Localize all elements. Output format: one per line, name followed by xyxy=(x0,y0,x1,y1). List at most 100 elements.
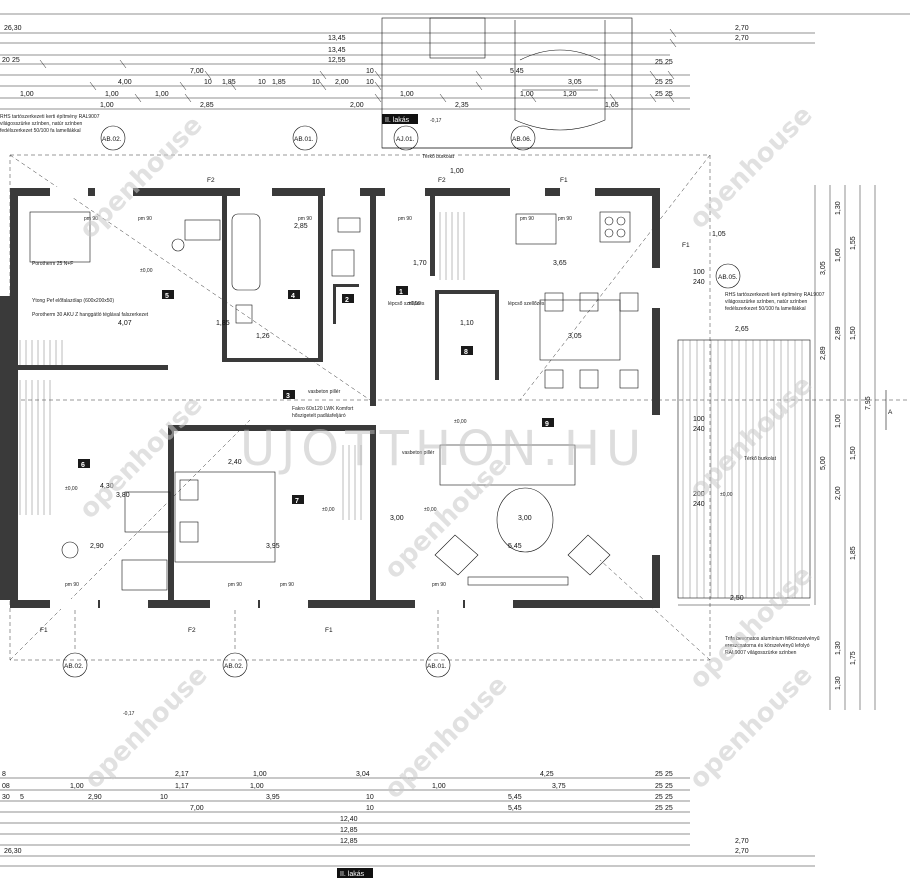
level-2: ±0,00 xyxy=(408,301,421,307)
top-dim-row5-b: 25 xyxy=(12,57,20,64)
ytong-note: Ytong Pef előfalazólap (600x200x50) xyxy=(32,298,114,304)
room6-dim-3: 3,80 xyxy=(116,492,130,499)
room-3-tag: 3 xyxy=(286,393,290,400)
kitchen-dim-6: 100 xyxy=(693,269,705,276)
kitchen-dim-4: 1,00 xyxy=(450,168,464,175)
top-dim-right-2: 2,70 xyxy=(735,35,749,42)
top-dim-row8-b: 2,85 xyxy=(200,102,214,109)
axis-bottom-1: AB.02. xyxy=(64,663,84,670)
living-dim-3: 3,00 xyxy=(518,515,532,522)
bot-dim-r3-d: 10 xyxy=(160,794,168,801)
right-dim-c3-1: 3,05 xyxy=(820,261,827,275)
bot-dim-r7: 12,85 xyxy=(340,838,358,845)
rhs-right-line3: fedélszerkezet 50/100 fa lamellákkal xyxy=(725,306,806,312)
f-label-1: F1 xyxy=(682,242,690,249)
top-dim-row5-a: 20 xyxy=(2,57,10,64)
top-dim-row5-f: 25 xyxy=(655,59,663,66)
bot-dim-r2-h: 25 xyxy=(665,783,673,790)
vasbeton-note-1: vasbeton pillér xyxy=(308,389,341,395)
hall-dim-1: 1,70 xyxy=(413,260,427,267)
top-dim-right-1: 2,70 xyxy=(735,25,749,32)
right-dim-c2-5: 1,75 xyxy=(850,651,857,665)
trifa-line2: ereszcsatorna és körszelvényű lefolyó xyxy=(725,643,810,649)
hatched-areas xyxy=(19,212,465,520)
top-dim-row5-g: 25 xyxy=(665,59,673,66)
axis-right-1: AB.05. xyxy=(718,274,738,281)
top-dim-row7-g: 25 xyxy=(655,91,663,98)
top-dim-total-left: 26,30 xyxy=(4,25,22,32)
bot-dim-r2-g: 25 xyxy=(655,783,663,790)
top-dim-row7-b: 1,00 xyxy=(105,91,119,98)
terko-note: Térkő burkolat xyxy=(422,154,455,160)
top-dim-row6-d: 10 xyxy=(258,79,266,86)
top-lakas-badge xyxy=(382,114,418,124)
right-dim-c2-1: 1,55 xyxy=(850,236,857,250)
top-lakas-label: II. lakás xyxy=(385,117,410,124)
window-label-7: pm 90 xyxy=(65,582,79,588)
f-label-5: F2 xyxy=(438,177,446,184)
interior-dimensions: 2,65 3,05 3,65 1,00 240 100 3,00 5,45 3,… xyxy=(90,168,749,602)
axis-bottom-2: AB.02. xyxy=(224,663,244,670)
fakro-line1: Fakro 60x120 LWK Komfort xyxy=(292,406,354,412)
bot-dim-total-left: 26,30 xyxy=(4,848,22,855)
f-label-6: F1 xyxy=(325,627,333,634)
window-label-8: pm 90 xyxy=(228,582,242,588)
axis-bottom-3: AB.01. xyxy=(427,663,447,670)
bot-dim-right-2: 2,70 xyxy=(735,848,749,855)
top-dim-row6-f: 10 xyxy=(312,79,320,86)
bot-dim-r2-a: 08 xyxy=(2,783,10,790)
top-dim-row6-j: 25 xyxy=(655,79,663,86)
right-dim-c1-5: 2,00 xyxy=(835,486,842,500)
top-dim-row6-h: 10 xyxy=(366,79,374,86)
bot-dim-r1-a: 8 xyxy=(2,771,6,778)
right-dim-c2-2: 1,50 xyxy=(850,326,857,340)
level-8: -0,17 xyxy=(430,118,442,124)
room-6-tag: 6 xyxy=(81,462,85,469)
kitchen-dim-1: 2,65 xyxy=(735,326,749,333)
right-dim-c1-7: 1,30 xyxy=(835,676,842,690)
bot-dim-r3-e: 3,95 xyxy=(266,794,280,801)
bot-dim-r4-d: 25 xyxy=(655,805,663,812)
section-mark-a: A xyxy=(888,409,893,416)
right-dim-c1-2: 1,60 xyxy=(835,248,842,262)
right-dim-c1-1: 1,30 xyxy=(835,201,842,215)
right-dim-c1-6: 1,30 xyxy=(835,641,842,655)
annotations: RHS tartószerkezeti kerti építmény RAL90… xyxy=(0,114,825,717)
bot-dim-r3-h: 25 xyxy=(655,794,663,801)
window-label-9: pm 90 xyxy=(280,582,294,588)
trifa-line1: Trifa bevonatos alumínium félkörszelvény… xyxy=(725,636,820,642)
bot-dim-right-1: 2,70 xyxy=(735,838,749,845)
rhs-note-line1: RHS tartószerkezeti kerti építmény RAL90… xyxy=(0,114,100,120)
terrace-dim-3: 100 xyxy=(693,416,705,423)
bot-dim-r3-c: 2,90 xyxy=(88,794,102,801)
fakro-line2: hőszigetelt padlásfeljáró xyxy=(292,413,346,419)
axis-top-2: AB.01. xyxy=(294,136,314,143)
top-dim-row5-c: 7,00 xyxy=(190,68,204,75)
living-dim-2: 5,45 xyxy=(508,543,522,550)
top-dim-row3: 13,45 xyxy=(328,47,346,54)
room6-dim-1: 4,30 xyxy=(100,483,114,490)
watermark-site: UJOTTHON.HU xyxy=(240,421,647,477)
exterior-walls xyxy=(0,187,661,609)
bot-dim-r1-d: 3,04 xyxy=(356,771,370,778)
room-9-tag: 9 xyxy=(545,421,549,428)
window-label-1: pm 90 xyxy=(84,216,98,222)
frame-labels: F1 F1 F2 F2 F2 F1 F1 xyxy=(40,177,690,634)
room-4-tag: 4 xyxy=(291,293,295,300)
bot-dim-r4-a: 7,00 xyxy=(190,805,204,812)
room-8-tag: 8 xyxy=(464,349,468,356)
living-dim-1: 3,00 xyxy=(390,515,404,522)
bot-dim-r4-c: 5,45 xyxy=(508,805,522,812)
window-label-4: pm 90 xyxy=(398,216,412,222)
top-dim-row6-i: 3,05 xyxy=(568,79,582,86)
top-dim-row5-e: 5,45 xyxy=(510,68,524,75)
bot-dim-r4-b: 10 xyxy=(366,805,374,812)
bath-dim-3: 2,85 xyxy=(294,223,308,230)
rhs-note-line3: fedélszerkezet 50/100 fa lamellákkal xyxy=(0,128,81,134)
bot-dim-r2-d: 1,00 xyxy=(250,783,264,790)
top-dim-row6-a: 4,00 xyxy=(118,79,132,86)
right-dim-c2-4: 1,85 xyxy=(850,546,857,560)
top-dim-row4: 12,55 xyxy=(328,57,346,64)
right-dimension-lines: 1,30 1,60 2,89 1,00 2,00 1,30 1,30 1,55 … xyxy=(814,185,893,710)
